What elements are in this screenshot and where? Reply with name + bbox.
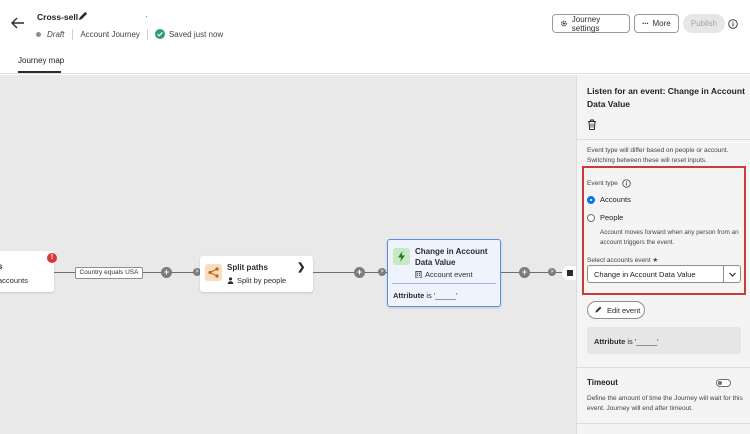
attribute-summary: Attribute is '_____' (587, 327, 741, 354)
saved-status: Saved just now (168, 29, 224, 39)
end-icon (567, 270, 573, 276)
trash-icon[interactable] (587, 119, 597, 130)
event-type-note: Event type will differ based on people o… (587, 147, 729, 164)
journey-settings-button[interactable]: Journey settings (552, 14, 630, 33)
split-node-subtitle: Split by people (227, 276, 286, 285)
event-node-subtitle: Account event (415, 270, 473, 279)
connector-arrow-icon: > (548, 268, 556, 276)
split-node-subtitle-text: Split by people (237, 276, 287, 285)
more-label: More (652, 19, 671, 28)
info-icon[interactable] (728, 19, 738, 29)
event-node-title: Change in Account Data Value (415, 247, 488, 267)
building-icon (415, 271, 422, 278)
journey-settings-label: Journey settings (571, 14, 601, 33)
add-node-button[interactable]: + (519, 267, 530, 278)
divider (392, 283, 496, 284)
event-type-label: Event type (587, 179, 631, 188)
timeout-description: Define the amount of time the Journey wi… (587, 395, 743, 412)
pencil-icon (595, 306, 602, 313)
connector-line (54, 272, 76, 273)
previous-node-card[interactable]: s accounts (0, 251, 54, 292)
connector-arrow-icon: > (378, 268, 386, 276)
add-node-button[interactable]: + (161, 267, 172, 278)
more-button[interactable]: ··· More (634, 14, 679, 33)
previous-node-title: s (0, 262, 3, 271)
divider (577, 139, 750, 140)
lightning-icon (393, 248, 410, 265)
select-accounts-event-label: Select accounts event ★ (587, 257, 659, 264)
tab-journey-map[interactable]: Journey map (18, 56, 65, 65)
status-dot-icon (36, 31, 41, 37)
back-arrow-icon[interactable] (10, 15, 26, 31)
split-paths-node[interactable]: Split paths ❯ Split by people (200, 256, 313, 292)
publish-button[interactable]: Publish (683, 14, 725, 33)
info-icon[interactable] (622, 179, 631, 188)
add-node-button[interactable]: + (354, 267, 365, 278)
toggle-knob (718, 381, 722, 385)
person-icon (227, 277, 234, 284)
divider (577, 367, 750, 368)
connector-arrow-icon: > (193, 268, 201, 276)
check-circle-icon (154, 29, 165, 39)
previous-node-subtitle: accounts (0, 276, 29, 285)
event-node-attribute: Attribute is '_____' (393, 291, 458, 300)
edit-event-button[interactable]: Edit event (587, 301, 645, 319)
journey-type-label: Account Journey (80, 29, 140, 39)
active-tab-indicator (18, 71, 61, 73)
attribute-summary-text: Attribute is '_____' (594, 337, 659, 346)
divider (72, 28, 74, 40)
event-type-label-text: Event type (587, 180, 618, 187)
panel-title: Listen for an event: Change in Account D… (587, 86, 745, 109)
radio-accounts-label[interactable]: Accounts (600, 195, 631, 204)
event-node-subtitle-text: Account event (425, 270, 473, 279)
radio-people[interactable] (587, 214, 595, 222)
timeout-title: Timeout (587, 378, 618, 387)
chevron-right-icon[interactable]: ❯ (297, 262, 306, 273)
attribute-summary-value: is '_____' (627, 337, 659, 346)
divider (146, 28, 148, 40)
option-description: Account moves forward when any person fr… (600, 229, 739, 246)
status-badge: Draft (47, 29, 65, 39)
attribute-value: is '_____' (426, 291, 458, 300)
split-icon (205, 264, 222, 281)
condition-label[interactable]: Country equals USA (75, 267, 143, 279)
connector-line (501, 272, 565, 273)
dropdown-toggle[interactable] (723, 266, 740, 282)
connector-line (313, 272, 387, 273)
attribute-summary-label: Attribute (594, 337, 626, 346)
radio-people-label[interactable]: People (600, 213, 624, 222)
radio-accounts[interactable] (587, 196, 595, 204)
chevron-down-icon (729, 272, 736, 277)
journey-title: Cross-sell (37, 12, 79, 22)
highlight-box (582, 166, 746, 295)
pencil-icon[interactable] (77, 11, 88, 22)
journey-header: Cross-sell · Draft Account Journey Saved… (0, 0, 750, 74)
event-properties-panel: Listen for an event: Change in Account D… (576, 75, 750, 434)
error-icon[interactable]: ! (47, 253, 57, 263)
select-value: Change in Account Data Value (594, 270, 696, 279)
divider (577, 423, 750, 424)
gear-icon (560, 20, 567, 27)
edit-event-label: Edit event (607, 305, 641, 315)
journey-status-row: Draft Account Journey Saved just now (36, 28, 223, 40)
ellipsis-icon: ··· (642, 19, 649, 28)
title-separator: · (145, 12, 148, 21)
accounts-event-select[interactable]: Change in Account Data Value (587, 265, 741, 283)
split-node-title: Split paths (227, 263, 268, 272)
attribute-label: Attribute (393, 291, 425, 300)
timeout-toggle[interactable] (716, 379, 731, 387)
event-node-selected[interactable]: Change in Account Data Value Account eve… (387, 239, 501, 307)
